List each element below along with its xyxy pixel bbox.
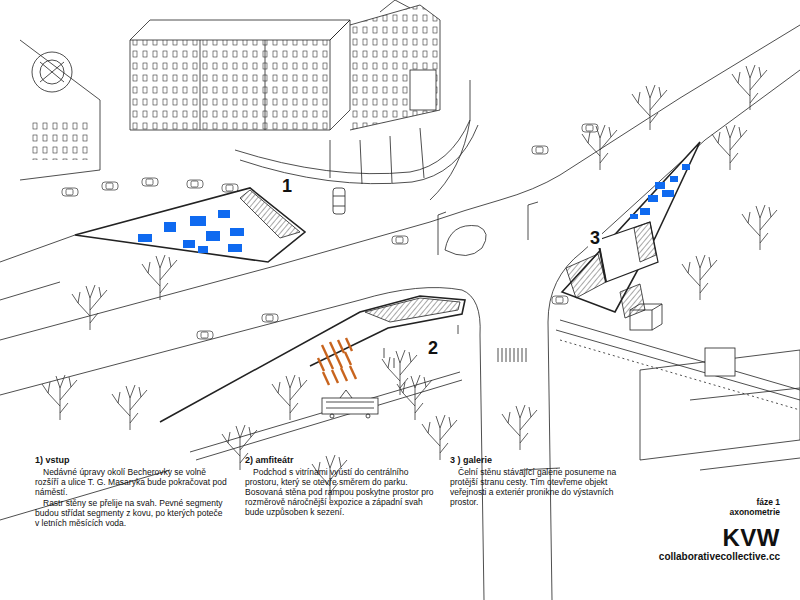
water-segments [138, 210, 244, 253]
traffic-island [445, 226, 486, 256]
sidewalk-edge [0, 235, 75, 262]
section-text: Nedávné úpravy okolí Becherovky se volně… [35, 467, 227, 497]
section-text: Podchod s vitrínami vyústí do centrálníh… [245, 467, 441, 517]
entrance-area [75, 188, 305, 262]
road-edge [548, 70, 800, 600]
section-heading: 3 ) galerie [450, 455, 640, 466]
advert-column [333, 188, 345, 214]
tram [322, 390, 378, 418]
round-tower [32, 52, 72, 92]
exhibition-sticks [318, 338, 356, 385]
corner-building [20, 40, 100, 180]
road-edge [430, 120, 470, 200]
amphitheatre-wall [160, 296, 465, 422]
road-edge [0, 288, 484, 600]
railway [190, 320, 800, 460]
website: collaborativecollective.cc [659, 551, 780, 563]
stairs [240, 190, 300, 238]
building-row [130, 40, 330, 130]
building-tower [350, 5, 440, 130]
section-text: Rastr stěny se přelije na svah. Pevné se… [35, 498, 227, 528]
callout-number: 3 [588, 228, 602, 248]
section-heading: 2) amfiteátr [245, 455, 441, 466]
view-label: axonometrie [729, 507, 780, 517]
section-text: Čelní stěnu stávající galerie posuneme n… [450, 467, 640, 507]
logo: KVW [723, 526, 781, 550]
road-edge [500, 25, 800, 200]
callout-number: 2 [426, 338, 440, 358]
gallery-building [598, 222, 658, 282]
callout-number: 1 [280, 176, 294, 196]
phase-label: fáze 1 [756, 497, 780, 507]
curved-building [235, 80, 470, 174]
section-heading: 1) vstup [35, 455, 227, 466]
crosswalk [498, 348, 526, 362]
water-segments [630, 164, 690, 219]
gallery-area [562, 142, 700, 312]
